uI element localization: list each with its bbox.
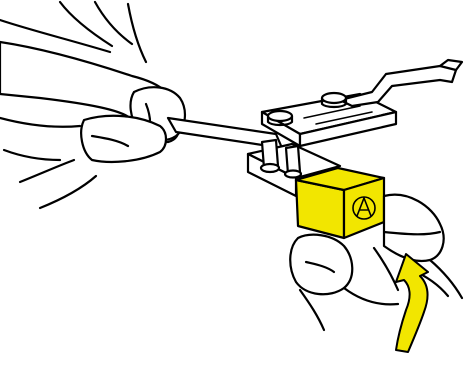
curved-arrow-up-icon <box>396 254 428 352</box>
headshell <box>168 60 462 148</box>
cartridge-front <box>296 168 384 238</box>
left-hand <box>0 2 185 208</box>
